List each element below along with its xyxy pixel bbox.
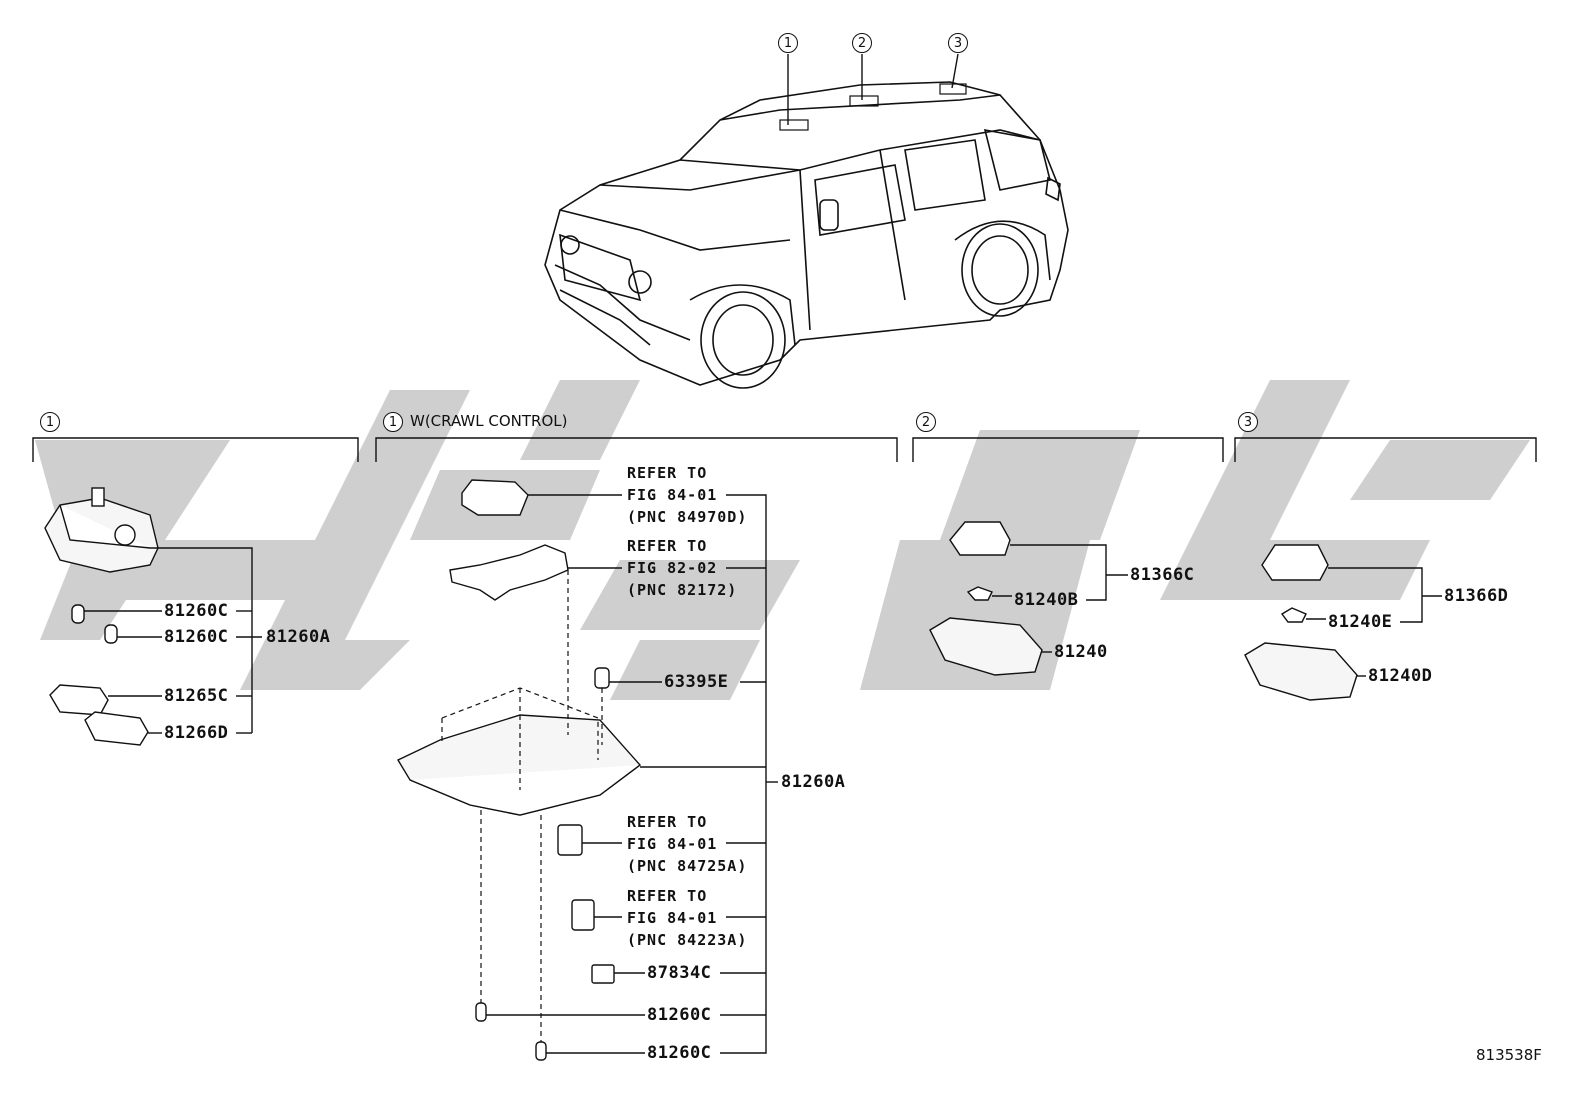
refer-pnc: (PNC 84725A)	[627, 857, 748, 875]
refer-pnc: (PNC 84223A)	[627, 931, 748, 949]
refer-pnc: (PNC 82172)	[627, 581, 738, 599]
section1-leaders	[84, 547, 262, 734]
section3-parts	[1244, 544, 1358, 701]
section1-marker: 1	[40, 412, 60, 432]
refer-fig-link[interactable]: FIG 84-01	[627, 486, 718, 504]
part-label-81240b[interactable]: 81240B	[1014, 590, 1079, 610]
refer-pnc: (PNC 84970D)	[627, 508, 748, 526]
watermark-logo	[35, 380, 1530, 700]
section1w-leaders	[486, 494, 778, 1054]
part-label-81366c[interactable]: 81366C	[1130, 565, 1195, 585]
part-label-81366d[interactable]: 81366D	[1444, 586, 1509, 606]
callout-1[interactable]: 1	[778, 33, 798, 53]
refer-fig-link[interactable]: FIG 82-02	[627, 559, 718, 577]
part-label-63395e[interactable]: 63395E	[664, 672, 729, 692]
part-label-81260c[interactable]: 81260C	[164, 627, 229, 647]
part-label-81260c[interactable]: 81260C	[647, 1043, 712, 1063]
section1w-marker: 1	[383, 412, 403, 432]
refer-fig-link[interactable]: FIG 84-01	[627, 835, 718, 853]
part-label-87834c[interactable]: 87834C	[647, 963, 712, 983]
section2-marker: 2	[916, 412, 936, 432]
refer-label: REFER TO	[627, 537, 708, 555]
vehicle-illustration	[544, 81, 1069, 389]
refer-fig-link[interactable]: FIG 84-01	[627, 909, 718, 927]
figure-code: 813538F	[1476, 1046, 1542, 1064]
section3-leaders	[1306, 567, 1442, 677]
part-label-81240[interactable]: 81240	[1054, 642, 1108, 662]
part-label-81240d[interactable]: 81240D	[1368, 666, 1433, 686]
section-brackets	[32, 437, 1537, 462]
section1w-title: W(CRAWL CONTROL)	[410, 412, 568, 430]
section2-parts	[929, 521, 1043, 676]
section1w-dashed	[441, 570, 603, 1042]
part-label-81266d[interactable]: 81266D	[164, 723, 229, 743]
section1w-parts	[397, 479, 642, 1061]
part-label-81240e[interactable]: 81240E	[1328, 612, 1393, 632]
part-label-81260c[interactable]: 81260C	[647, 1005, 712, 1025]
part-label-81260a[interactable]: 81260A	[781, 772, 846, 792]
callout-leaders	[787, 53, 959, 125]
section1-parts	[44, 487, 159, 746]
refer-label: REFER TO	[627, 887, 708, 905]
callout-3[interactable]: 3	[948, 33, 968, 53]
section3-marker: 3	[1238, 412, 1258, 432]
part-label-81260a[interactable]: 81260A	[266, 627, 331, 647]
refer-label: REFER TO	[627, 464, 708, 482]
callout-2[interactable]: 2	[852, 33, 872, 53]
section2-leaders	[992, 544, 1128, 653]
part-label-81265c[interactable]: 81265C	[164, 686, 229, 706]
refer-label: REFER TO	[627, 813, 708, 831]
part-label-81260c[interactable]: 81260C	[164, 601, 229, 621]
